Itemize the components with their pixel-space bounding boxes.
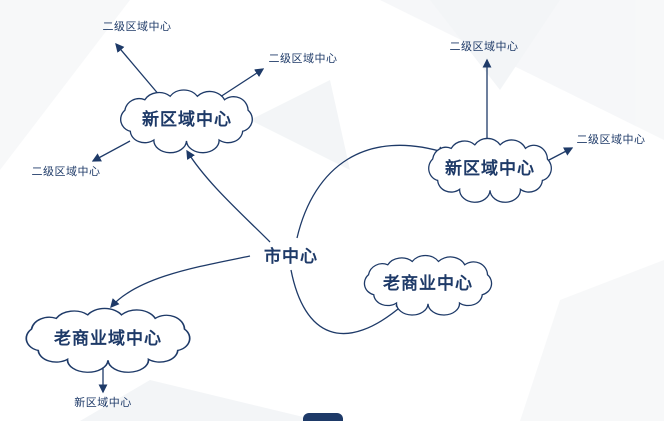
edge-center-to-new-regional-right [296, 144, 448, 239]
leaf-labels: 二级区域中心 二级区域中心 二级区域中心 二级区域中心 二级区域中心 新区域中心 [32, 20, 646, 409]
node-new-regional-center-right: 新区域中心 [428, 137, 552, 203]
node-label: 新区域中心 [142, 109, 232, 130]
edge-left-cloud-to-left-label [91, 140, 131, 162]
node-old-commercial-center: 老商业中心 [363, 254, 493, 316]
node-label: 新区域中心 [445, 158, 535, 179]
edges-to-leaves [91, 42, 574, 394]
leaf-secondary-top-right: 二级区域中心 [450, 40, 519, 53]
node-old-commercial-district-center: 老商业域中心 [25, 307, 191, 374]
edge-right-cloud-to-right-label [548, 147, 574, 161]
edge-center-to-new-regional-left [186, 149, 271, 243]
edge-center-to-old-commercial [290, 269, 406, 334]
edges-from-center [110, 144, 448, 334]
node-city-center: 市中心 [264, 246, 318, 267]
leaf-secondary-top-mid: 二级区域中心 [269, 52, 338, 65]
edge-left-cloud-to-top-mid-label [216, 68, 265, 100]
leaf-new-regional-bottom: 新区域中心 [74, 395, 132, 409]
edge-left-cloud-to-top-left-label [115, 42, 161, 97]
leaf-secondary-left: 二级区域中心 [32, 165, 101, 178]
cropped-bottom-shape [303, 413, 343, 421]
node-label: 老商业域中心 [53, 328, 162, 349]
leaf-secondary-right: 二级区域中心 [577, 133, 646, 146]
node-new-regional-center-left: 新区域中心 [119, 89, 253, 154]
edge-center-to-old-commercial-district [110, 255, 251, 309]
leaf-secondary-top-left: 二级区域中心 [103, 20, 172, 33]
node-label: 老商业中心 [382, 273, 473, 294]
